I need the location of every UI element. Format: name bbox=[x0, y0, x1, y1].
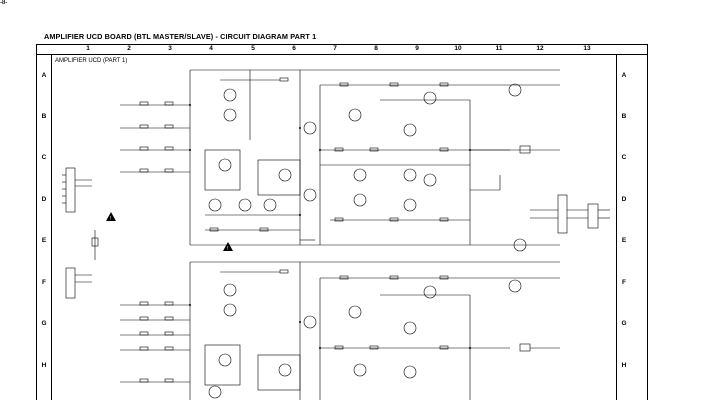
column-label: 3 bbox=[168, 45, 172, 52]
row-label-left: F bbox=[42, 279, 46, 286]
row-label-right: G bbox=[621, 320, 627, 327]
output-connector-b bbox=[587, 203, 599, 229]
svg-text:!: ! bbox=[227, 246, 228, 252]
row-label-right: E bbox=[621, 237, 627, 244]
column-label: 11 bbox=[495, 45, 503, 52]
row-label-left: G bbox=[41, 320, 47, 327]
column-label: 1 bbox=[86, 45, 90, 52]
diagram-frame bbox=[36, 44, 648, 400]
column-label: 8 bbox=[374, 45, 378, 52]
warning-icon: ! bbox=[223, 242, 233, 252]
column-band bbox=[36, 44, 648, 55]
row-band-left bbox=[36, 55, 52, 400]
column-label: 12 bbox=[536, 45, 544, 52]
diagram-subtitle: AMPLIFIER UCD (PART 1) bbox=[55, 58, 128, 64]
column-label: 13 bbox=[583, 45, 591, 52]
input-connector-lower bbox=[65, 267, 76, 299]
page-number-left: -8- bbox=[0, 0, 8, 6]
column-label: 7 bbox=[333, 45, 337, 52]
junction-dots bbox=[189, 104, 471, 349]
row-label-right: F bbox=[622, 279, 626, 286]
page-number-right: -8- bbox=[0, 0, 8, 6]
input-connector-upper bbox=[65, 167, 76, 213]
warning-icon: ! bbox=[106, 212, 116, 222]
output-connector bbox=[557, 194, 568, 234]
row-label-left: A bbox=[41, 72, 47, 79]
column-label: 6 bbox=[292, 45, 296, 52]
row-label-right: C bbox=[621, 154, 627, 161]
row-label-left: C bbox=[41, 154, 47, 161]
row-band-right bbox=[616, 55, 632, 400]
column-label: 4 bbox=[209, 45, 213, 52]
row-label-right: A bbox=[621, 72, 627, 79]
column-label: 9 bbox=[415, 45, 419, 52]
row-label-right: B bbox=[621, 113, 627, 120]
column-label: 10 bbox=[454, 45, 462, 52]
row-label-right: D bbox=[621, 196, 627, 203]
svg-text:!: ! bbox=[110, 216, 111, 222]
row-label-left: H bbox=[41, 362, 47, 369]
column-label: 5 bbox=[251, 45, 255, 52]
column-label: 2 bbox=[127, 45, 131, 52]
row-label-right: H bbox=[621, 362, 627, 369]
wiring bbox=[62, 69, 610, 400]
row-label-left: B bbox=[41, 113, 47, 120]
diagram-title: AMPLIFIER UCD BOARD (BTL MASTER/SLAVE) -… bbox=[44, 32, 317, 41]
row-label-left: E bbox=[41, 237, 47, 244]
row-label-left: D bbox=[41, 196, 47, 203]
